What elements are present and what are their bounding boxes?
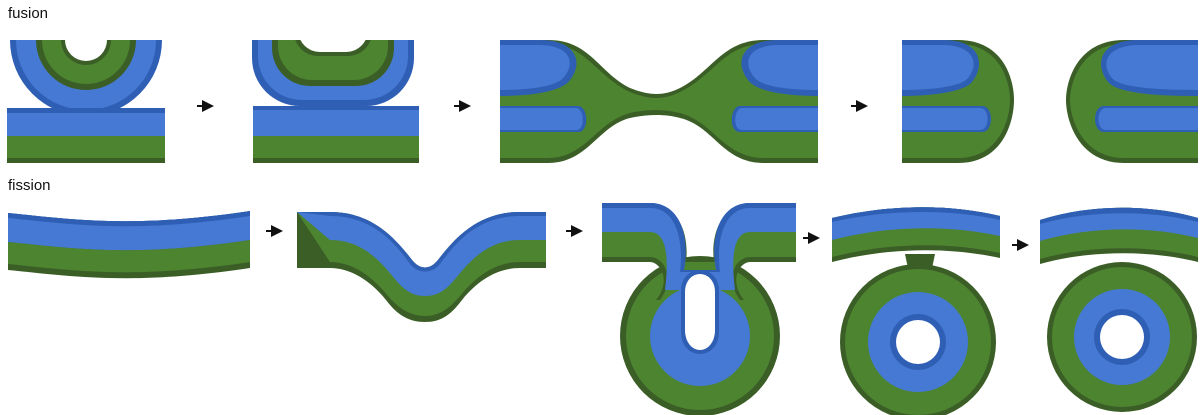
fusion-stage-1-bilayer bbox=[7, 108, 165, 163]
fusion-stage-1 bbox=[7, 0, 165, 163]
fission-stage-1 bbox=[8, 211, 250, 278]
fusion-stage-3 bbox=[500, 40, 818, 163]
fusion-stage-1-vesicle bbox=[10, 0, 162, 116]
fission-stage-3 bbox=[602, 203, 796, 415]
fission-stage-2 bbox=[297, 212, 546, 322]
fission-stage-4 bbox=[832, 207, 1000, 415]
fusion-stage-2-bilayer bbox=[253, 106, 419, 163]
fusion-stage-2-vesicle bbox=[252, 0, 414, 106]
fusion-stage-4 bbox=[902, 40, 1198, 163]
fission-stage-5 bbox=[1040, 208, 1198, 412]
fusion-stage-2 bbox=[252, 0, 419, 163]
